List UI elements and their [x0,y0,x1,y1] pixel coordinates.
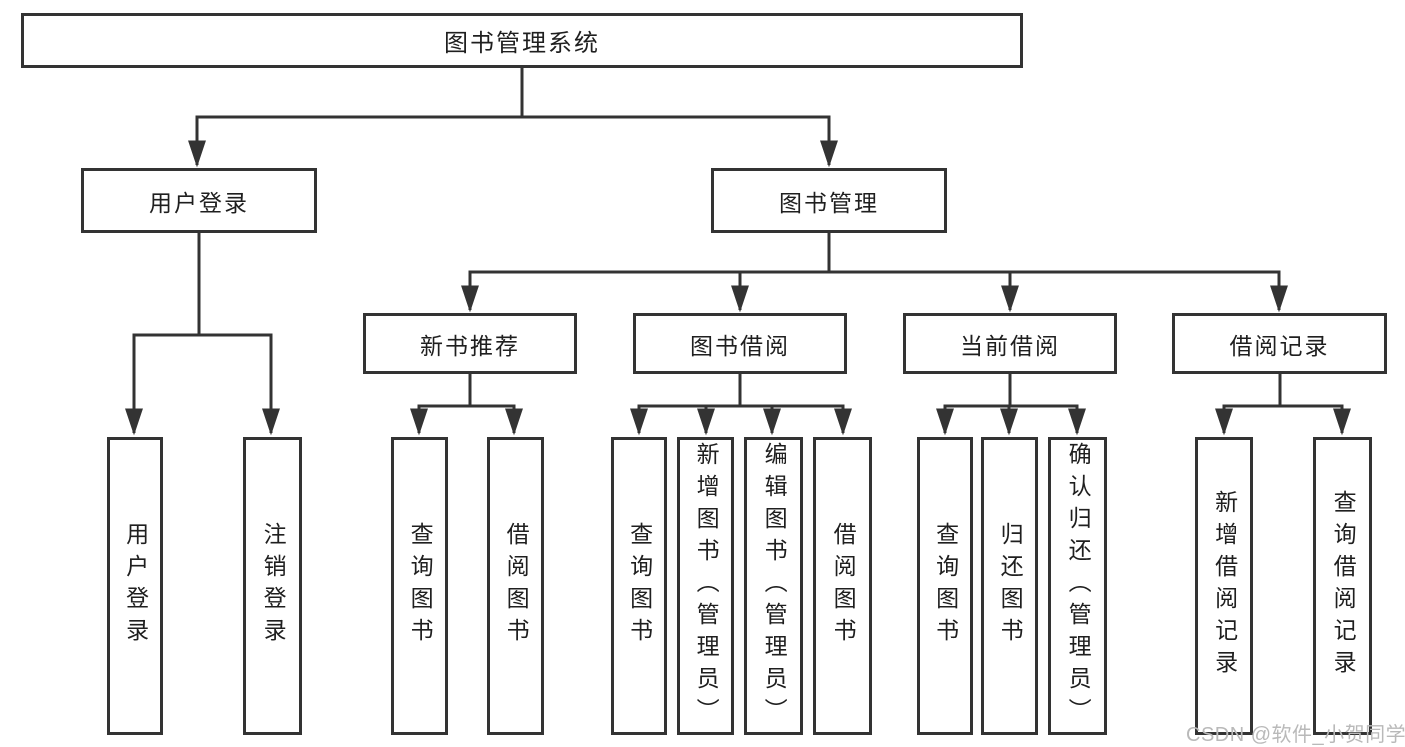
node-label: 当前借阅 [960,332,1060,359]
leaf-borrow-book: 借阅图书 [813,437,872,735]
node-label: 用户登录 [122,522,149,650]
node-label: 借阅记录 [1229,332,1330,359]
node-label: 查询图书 [626,522,653,650]
node-label: 确认归还（管理员） [1065,442,1092,730]
leaf-query-book-recommend: 查询图书 [391,437,448,735]
node-label: 编辑图书（管理员） [761,442,788,730]
node-label: 新书推荐 [420,332,520,359]
node-current-borrowing: 当前借阅 [903,313,1117,374]
arrow-connectors [125,117,1351,436]
node-library-management-system: 图书管理系统 [21,13,1023,68]
leaf-query-book-borrowing: 查询图书 [611,437,667,735]
leaf-query-book-current: 查询图书 [917,437,973,735]
leaf-return-book: 归还图书 [981,437,1038,735]
node-label: 归还图书 [997,522,1024,650]
tree-branch-lines [132,68,1344,408]
node-label: 借阅图书 [830,522,857,650]
node-label: 查询图书 [932,522,959,650]
leaf-add-book-admin: 新增图书（管理员） [677,437,734,735]
leaf-query-borrow-record: 查询借阅记录 [1313,437,1372,735]
leaf-confirm-return-admin: 确认归还（管理员） [1048,437,1107,735]
node-book-management: 图书管理 [711,168,947,233]
node-label: 查询图书 [407,522,434,650]
node-book-borrowing: 图书借阅 [633,313,847,374]
node-label: 借阅图书 [503,522,530,650]
node-label: 图书管理系统 [444,30,600,57]
node-label: 图书管理 [779,189,879,216]
node-user-login: 用户登录 [81,168,317,233]
node-label: 查询借阅记录 [1330,490,1357,682]
leaf-user-login: 用户登录 [107,437,163,735]
node-label: 新增借阅记录 [1211,490,1238,682]
node-label: 新增图书（管理员） [693,442,720,730]
leaf-borrow-book-recommend: 借阅图书 [487,437,544,735]
node-label: 用户登录 [149,189,249,216]
leaf-edit-book-admin: 编辑图书（管理员） [744,437,803,735]
leaf-add-borrow-record: 新增借阅记录 [1195,437,1253,735]
node-label: 注销登录 [260,522,287,650]
leaf-logout: 注销登录 [243,437,302,735]
csdn-watermark: CSDN @软件_小贺同学 [1186,724,1405,746]
node-borrowing-records: 借阅记录 [1172,313,1387,374]
node-label: 图书借阅 [690,332,790,359]
node-new-book-recommend: 新书推荐 [363,313,577,374]
